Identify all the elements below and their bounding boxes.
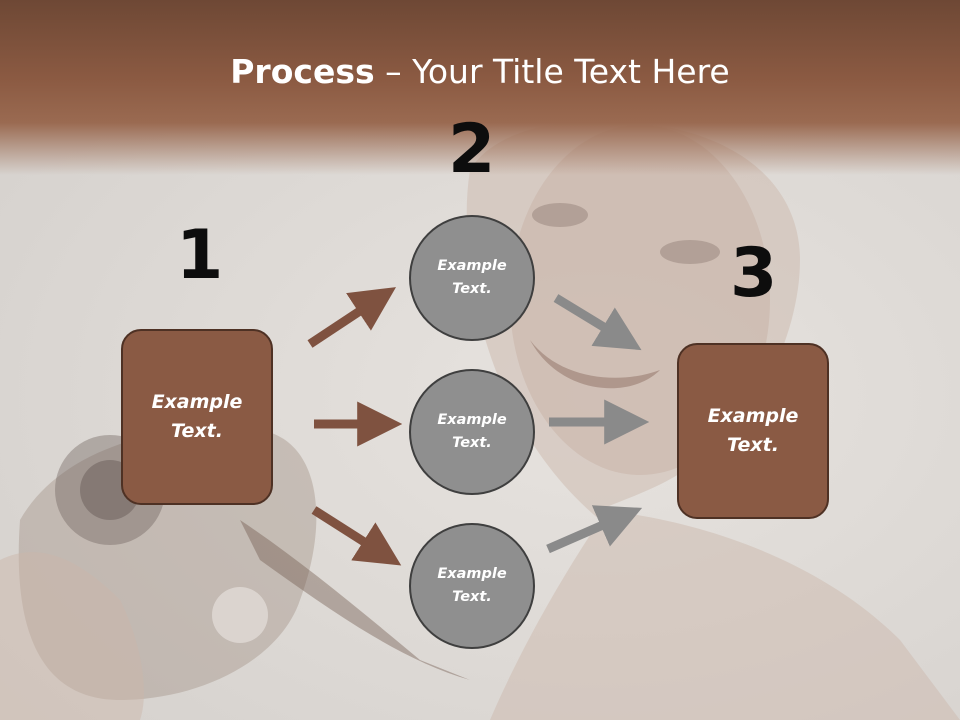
top-circle: Example Text. [409, 215, 535, 341]
arrow-bottom-to-end [546, 505, 643, 554]
bottom-circle: Example Text. [409, 523, 535, 649]
arrow-start-to-top [307, 287, 397, 348]
end-box: Example Text. [677, 343, 829, 519]
title-rest: – Your Title Text Here [374, 52, 730, 91]
title-bold: Process [230, 52, 375, 91]
slide-title: Process – Your Title Text Here [0, 52, 960, 91]
step-number-2: 2 [448, 110, 496, 189]
middle-circle: Example Text. [409, 369, 535, 495]
start-box: Example Text. [121, 329, 273, 505]
header-band [0, 0, 960, 175]
arrow-start-to-bottom [311, 506, 402, 566]
step-number-3: 3 [730, 234, 778, 313]
arrow-top-to-end [553, 294, 642, 351]
step-number-1: 1 [176, 216, 224, 295]
